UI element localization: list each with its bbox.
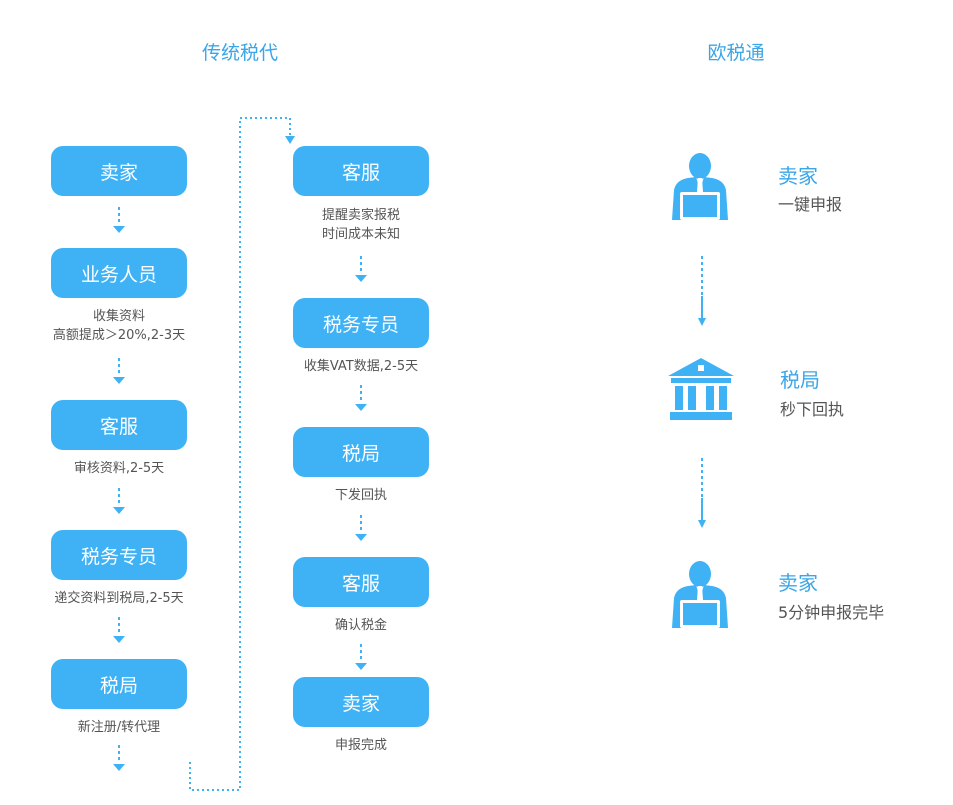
down-arrow-icon (113, 617, 125, 643)
down-arrow-icon (698, 256, 706, 326)
down-arrow-icon (113, 358, 125, 384)
caption-tax-bureau: 新注册/转代理 (19, 718, 219, 737)
title-outax: 欧税通 (707, 42, 765, 64)
down-arrow-icon (113, 488, 125, 514)
down-arrow-icon (355, 515, 367, 541)
flow-box-tax-specialist-2: 税务专员 (293, 298, 429, 348)
tax-bureau-building-icon (668, 358, 734, 420)
outax-step-name: 税局 (780, 368, 820, 392)
caption-customer-service: 审核资料,2-5天 (19, 459, 219, 478)
down-arrow-icon (113, 207, 125, 233)
caption-line: 提醒卖家报税 (321, 208, 400, 223)
caption-line: 确认税金 (334, 618, 387, 633)
down-arrow-icon (355, 256, 367, 282)
flow-box-seller: 卖家 (51, 146, 187, 196)
flow-box-customer-service: 客服 (51, 400, 187, 450)
flow-box-tax-bureau-2: 税局 (293, 427, 429, 477)
caption-line: 下发回执 (334, 488, 387, 503)
down-arrow-icon (355, 644, 367, 670)
seller-person-icon (672, 153, 728, 220)
down-arrow-icon (698, 458, 706, 528)
caption-tax-specialist-2: 收集VAT数据,2-5天 (261, 357, 461, 376)
flow-box-tax-bureau: 税局 (51, 659, 187, 709)
caption-line: 收集资料 (92, 309, 145, 324)
caption-line: 申报完成 (334, 738, 387, 753)
flow-box-customer-service-3: 客服 (293, 557, 429, 607)
outax-step-desc: 5分钟申报完毕 (778, 603, 885, 622)
outax-step-name: 卖家 (778, 571, 818, 595)
caption-customer-service-2: 提醒卖家报税 时间成本未知 (261, 206, 461, 244)
caption-line: 高额提成＞20%,2-3天 (52, 328, 186, 343)
caption-customer-service-3: 确认税金 (261, 616, 461, 635)
flow-box-customer-service-2: 客服 (293, 146, 429, 196)
caption-line: 新注册/转代理 (77, 720, 161, 735)
caption-line: 时间成本未知 (321, 227, 400, 242)
title-traditional: 传统税代 (201, 42, 278, 64)
flow-box-seller-2: 卖家 (293, 677, 429, 727)
flow-box-sales-staff: 业务人员 (51, 248, 187, 298)
flow-box-tax-specialist: 税务专员 (51, 530, 187, 580)
seller-person-icon (672, 561, 728, 628)
outax-step-name: 卖家 (778, 164, 818, 188)
caption-line: 收集VAT数据,2-5天 (303, 359, 419, 374)
caption-tax-specialist: 递交资料到税局,2-5天 (19, 589, 219, 608)
caption-sales-staff: 收集资料 高额提成＞20%,2-3天 (19, 307, 219, 345)
caption-tax-bureau-2: 下发回执 (261, 486, 461, 505)
caption-line: 递交资料到税局,2-5天 (54, 591, 184, 606)
outax-step-desc: 一键申报 (778, 195, 843, 214)
outax-step-desc: 秒下回执 (780, 400, 845, 419)
column-connector-line (189, 117, 295, 791)
caption-line: 审核资料,2-5天 (73, 461, 165, 476)
down-arrow-icon (355, 385, 367, 411)
caption-seller-2: 申报完成 (261, 736, 461, 755)
down-arrow-icon (113, 745, 125, 771)
